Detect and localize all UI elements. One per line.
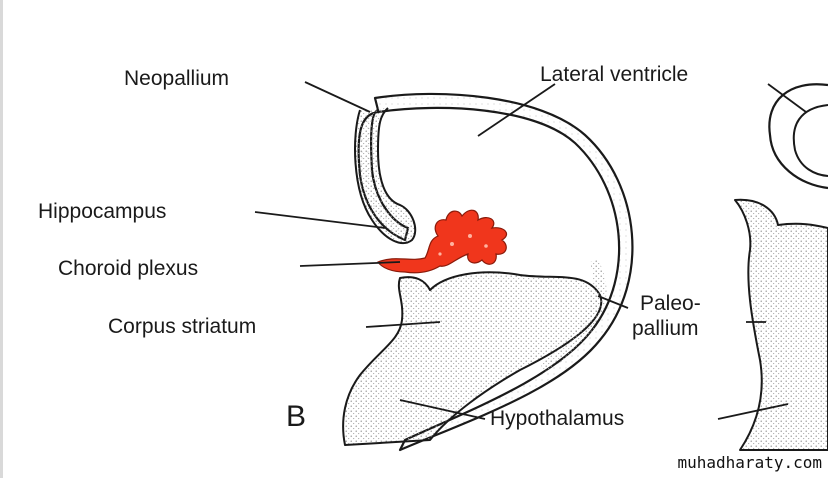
leader-lateral-ventricle: [477, 83, 556, 137]
label-choroid-plexus: Choroid plexus: [58, 257, 199, 280]
hippocampus-fold: [354, 107, 417, 245]
leader-hypothalamus-left: [399, 399, 486, 420]
label-corpus-striatum: Corpus striatum: [108, 315, 257, 338]
panel-letter: B: [286, 400, 307, 433]
leader-lines: [254, 81, 807, 420]
choroid-plexus-shape: [377, 209, 507, 274]
leader-right-top: [767, 83, 807, 113]
label-hippocampus: Hippocampus: [38, 200, 167, 223]
label-paleopallium-line1: Paleo-: [640, 292, 701, 315]
label-lateral-ventricle: Lateral ventricle: [540, 63, 689, 86]
leader-paleopallium: [597, 295, 629, 309]
watermark: muhadharaty.com: [677, 453, 823, 472]
paleopallium-band: [540, 260, 607, 372]
leader-corpus-striatum: [365, 321, 441, 328]
right-section-mass: [734, 198, 828, 451]
image-left-border: [0, 0, 3, 478]
leader-hippocampus: [254, 211, 386, 229]
leader-neopallium: [304, 81, 371, 113]
label-paleopallium-line2: pallium: [632, 317, 699, 340]
label-hypothalamus: Hypothalamus: [490, 407, 625, 430]
leader-hypothalamus-right: [717, 403, 789, 420]
leader-choroid-plexus: [299, 261, 401, 267]
label-neopallium: Neopallium: [124, 67, 230, 90]
right-section-inner: [792, 104, 828, 177]
right-section-outline: [768, 83, 828, 190]
